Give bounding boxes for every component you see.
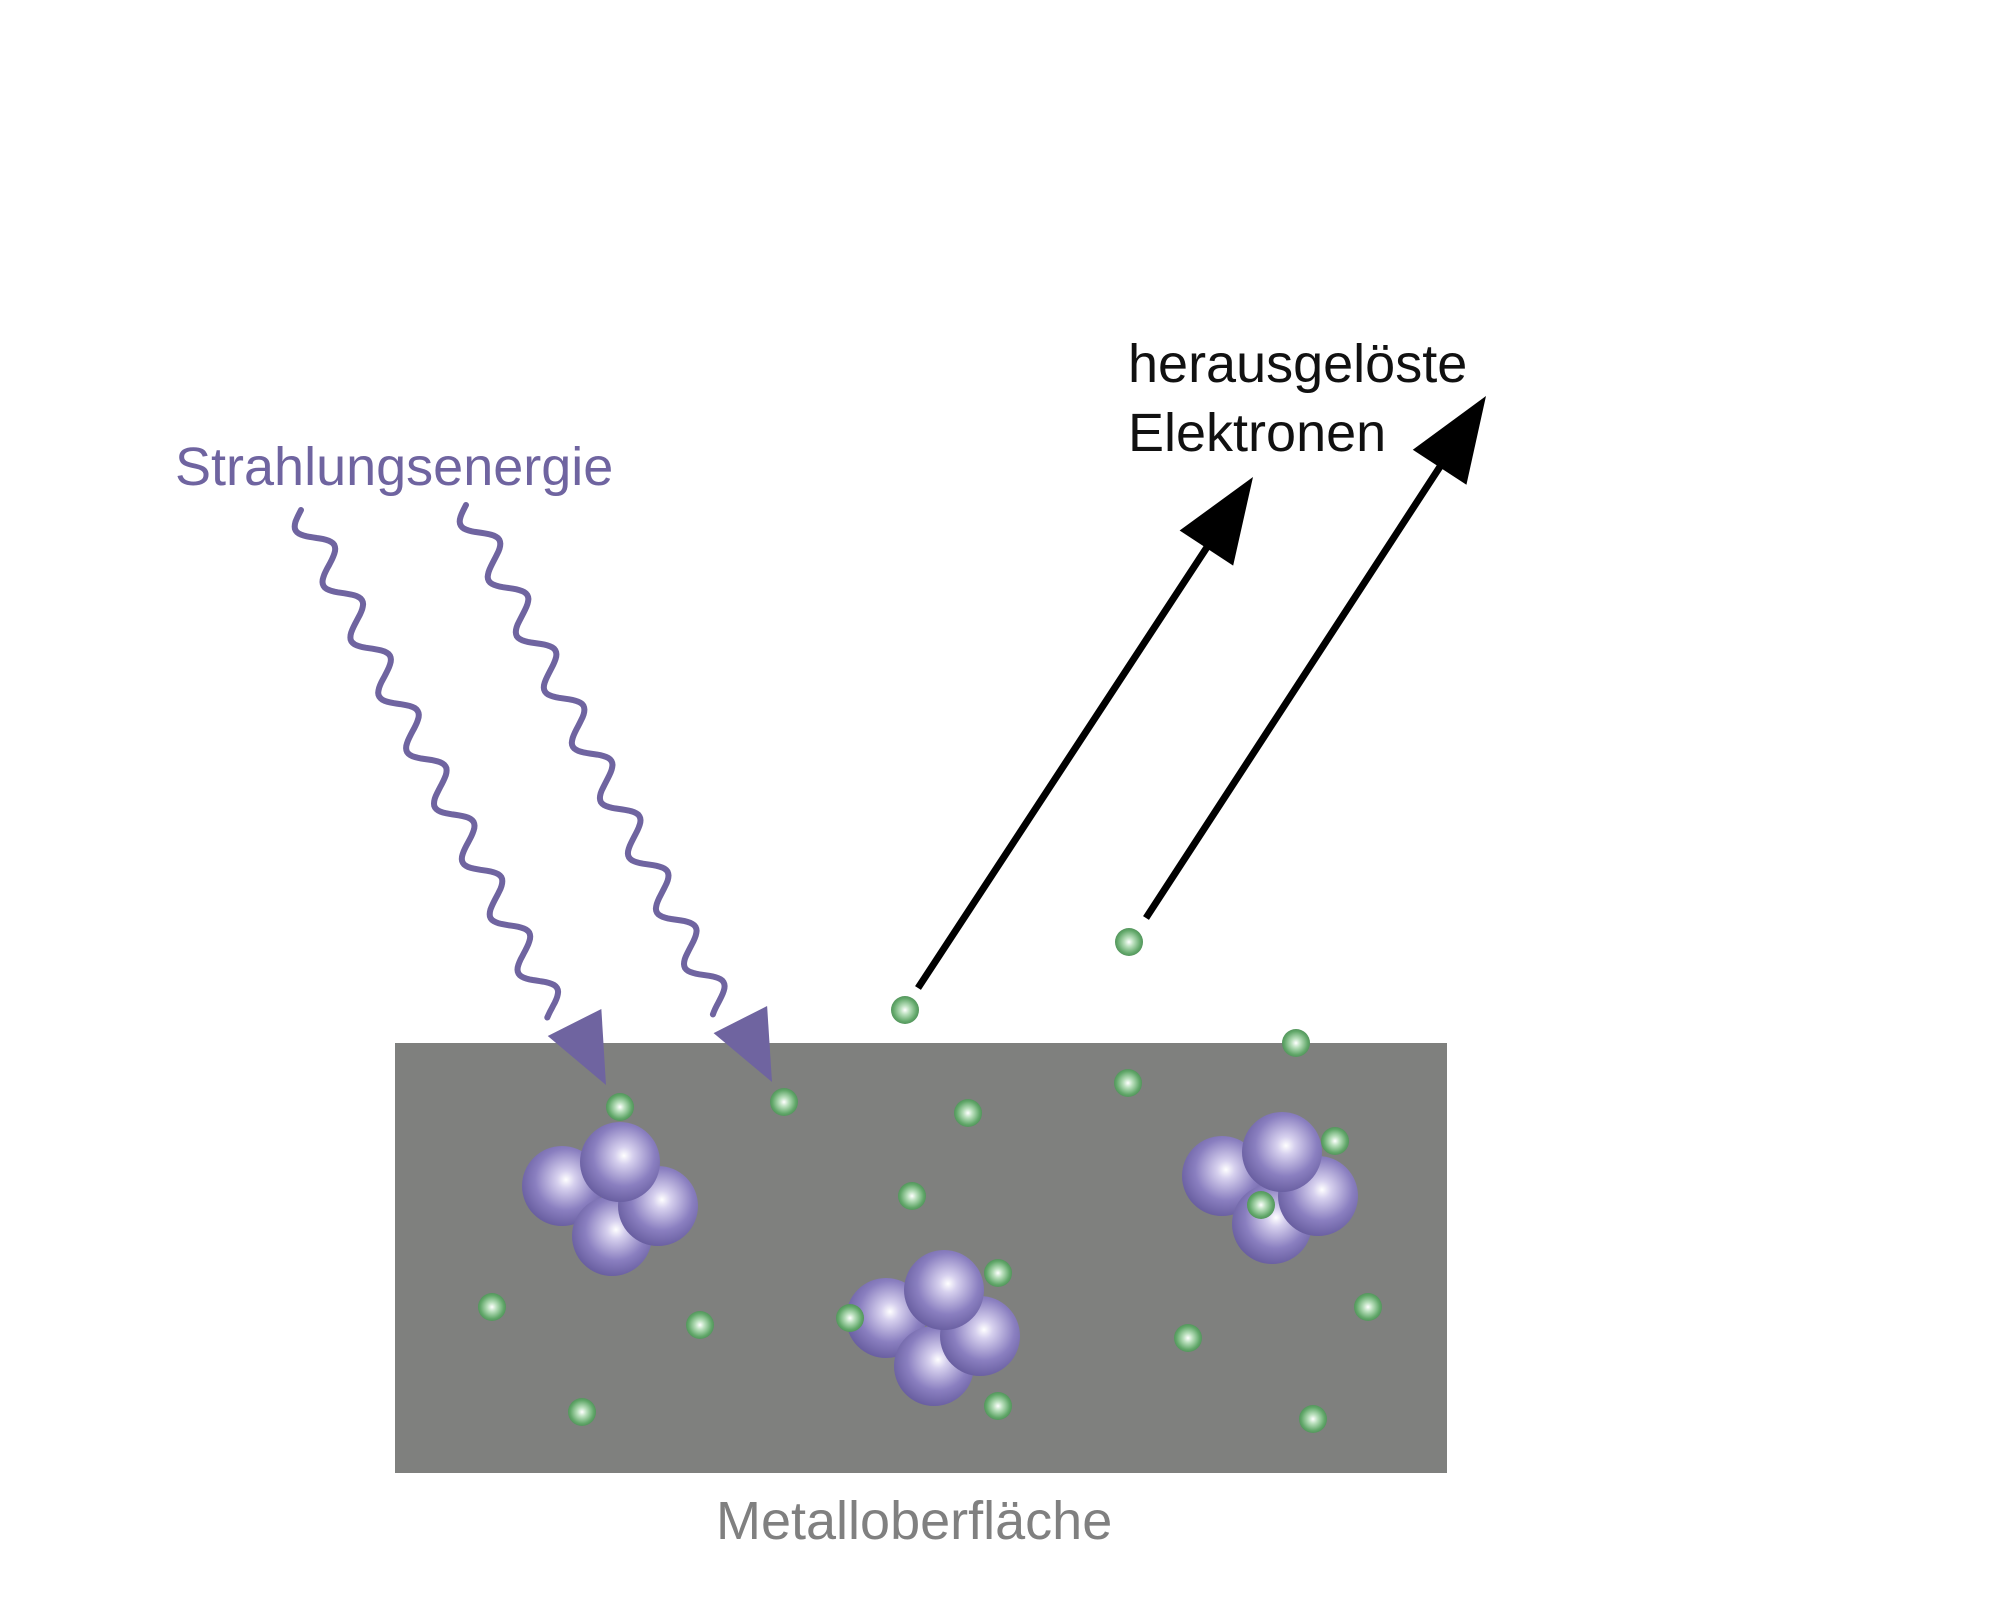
electron — [1299, 1405, 1327, 1433]
electron — [1114, 1069, 1142, 1097]
electron — [686, 1311, 714, 1339]
atom-cluster — [522, 1122, 698, 1276]
electron — [1174, 1324, 1202, 1352]
radiation-arrowhead — [547, 1008, 606, 1085]
electron — [836, 1304, 864, 1332]
emitted-electrons-label-line1: herausgelöste — [1128, 334, 1468, 394]
electron — [770, 1088, 798, 1116]
atom — [580, 1122, 660, 1202]
electron-arrow-shaft — [915, 541, 1213, 990]
atom — [1182, 1136, 1262, 1216]
radiation-waves — [291, 502, 772, 1085]
electron-arrowhead — [1412, 396, 1486, 485]
atom-clusters — [522, 1112, 1358, 1406]
electron — [984, 1259, 1012, 1287]
electrons — [478, 928, 1382, 1433]
emitted-electron-arrows — [915, 396, 1486, 990]
electron — [1321, 1127, 1349, 1155]
electron — [954, 1099, 982, 1127]
atom-cluster — [1182, 1112, 1358, 1264]
electron — [1247, 1191, 1275, 1219]
emitted-electrons-label-line2: Elektronen — [1128, 403, 1387, 463]
metal-surface-label: Metalloberfläche — [716, 1491, 1113, 1551]
electron — [984, 1392, 1012, 1420]
electron-arrowhead — [1179, 477, 1253, 566]
atom — [904, 1250, 984, 1330]
emitted-electrons-label: herausgelöste Elektronen — [1128, 330, 1467, 468]
atom-cluster — [846, 1250, 1020, 1406]
atom — [1242, 1112, 1322, 1192]
electron — [1282, 1029, 1310, 1057]
electron — [1354, 1293, 1382, 1321]
electron-arrow-shaft — [1143, 461, 1446, 920]
radiation-energy-label: Strahlungsenergie — [175, 437, 614, 497]
electron — [891, 996, 919, 1024]
electron — [1115, 928, 1143, 956]
radiation-arrowhead — [713, 1005, 772, 1082]
electron — [606, 1093, 634, 1121]
radiation-wave — [291, 507, 562, 1021]
electron — [898, 1182, 926, 1210]
electron — [478, 1293, 506, 1321]
electron — [568, 1398, 596, 1426]
radiation-wave — [456, 502, 728, 1018]
